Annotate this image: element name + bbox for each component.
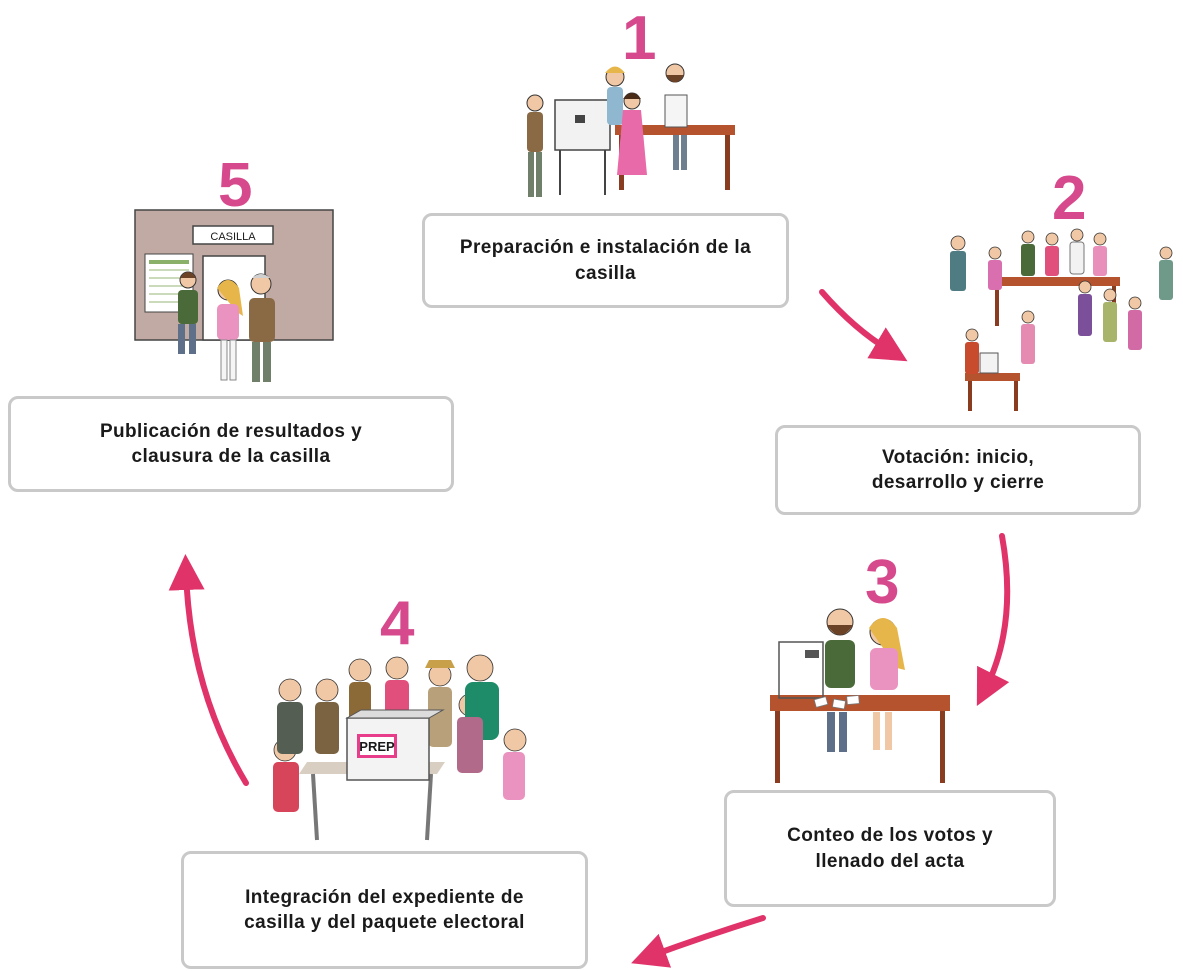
arrow-step4-to-step5 (168, 554, 249, 786)
arrow-step1-to-step2 (819, 289, 908, 362)
illustration-publication: CASILLA (134, 209, 334, 382)
illustration-voting (950, 228, 1173, 411)
step-5-number: 5 (218, 151, 253, 220)
step-2-number: 2 (1052, 164, 1087, 233)
arrow-step3-to-step4 (631, 915, 766, 968)
step-2-label: Votación: inicio, desarrollo y cierre (871, 446, 1045, 493)
prep-label: PREP (359, 739, 395, 754)
step-4-number: 4 (380, 589, 415, 658)
arrow-step2-to-step3 (976, 533, 1011, 707)
step-5-label: Publicación de resultados y clausura de … (99, 420, 363, 467)
casilla-sign-label: CASILLA (210, 231, 256, 243)
step-5-box: Publicación de resultados y clausura de … (8, 396, 454, 492)
step-1-box: Preparación e instalación de la casilla (422, 213, 789, 308)
illustration-installation (526, 63, 735, 197)
step-3-number: 3 (865, 548, 900, 617)
step-1-number: 1 (622, 4, 657, 73)
step-3-box: Conteo de los votos y llenado del acta (724, 790, 1056, 907)
step-2-box: Votación: inicio, desarrollo y cierre (775, 425, 1141, 515)
illustration-package: PREP (273, 654, 527, 841)
step-4-box: Integración del expediente de casilla y … (181, 851, 588, 969)
step-3-label: Conteo de los votos y llenado del acta (787, 825, 993, 872)
step-1-label: Preparación e instalación de la casilla (459, 237, 752, 284)
illustration-counting (770, 608, 950, 783)
step-4-label: Integración del expediente de casilla y … (244, 886, 525, 933)
